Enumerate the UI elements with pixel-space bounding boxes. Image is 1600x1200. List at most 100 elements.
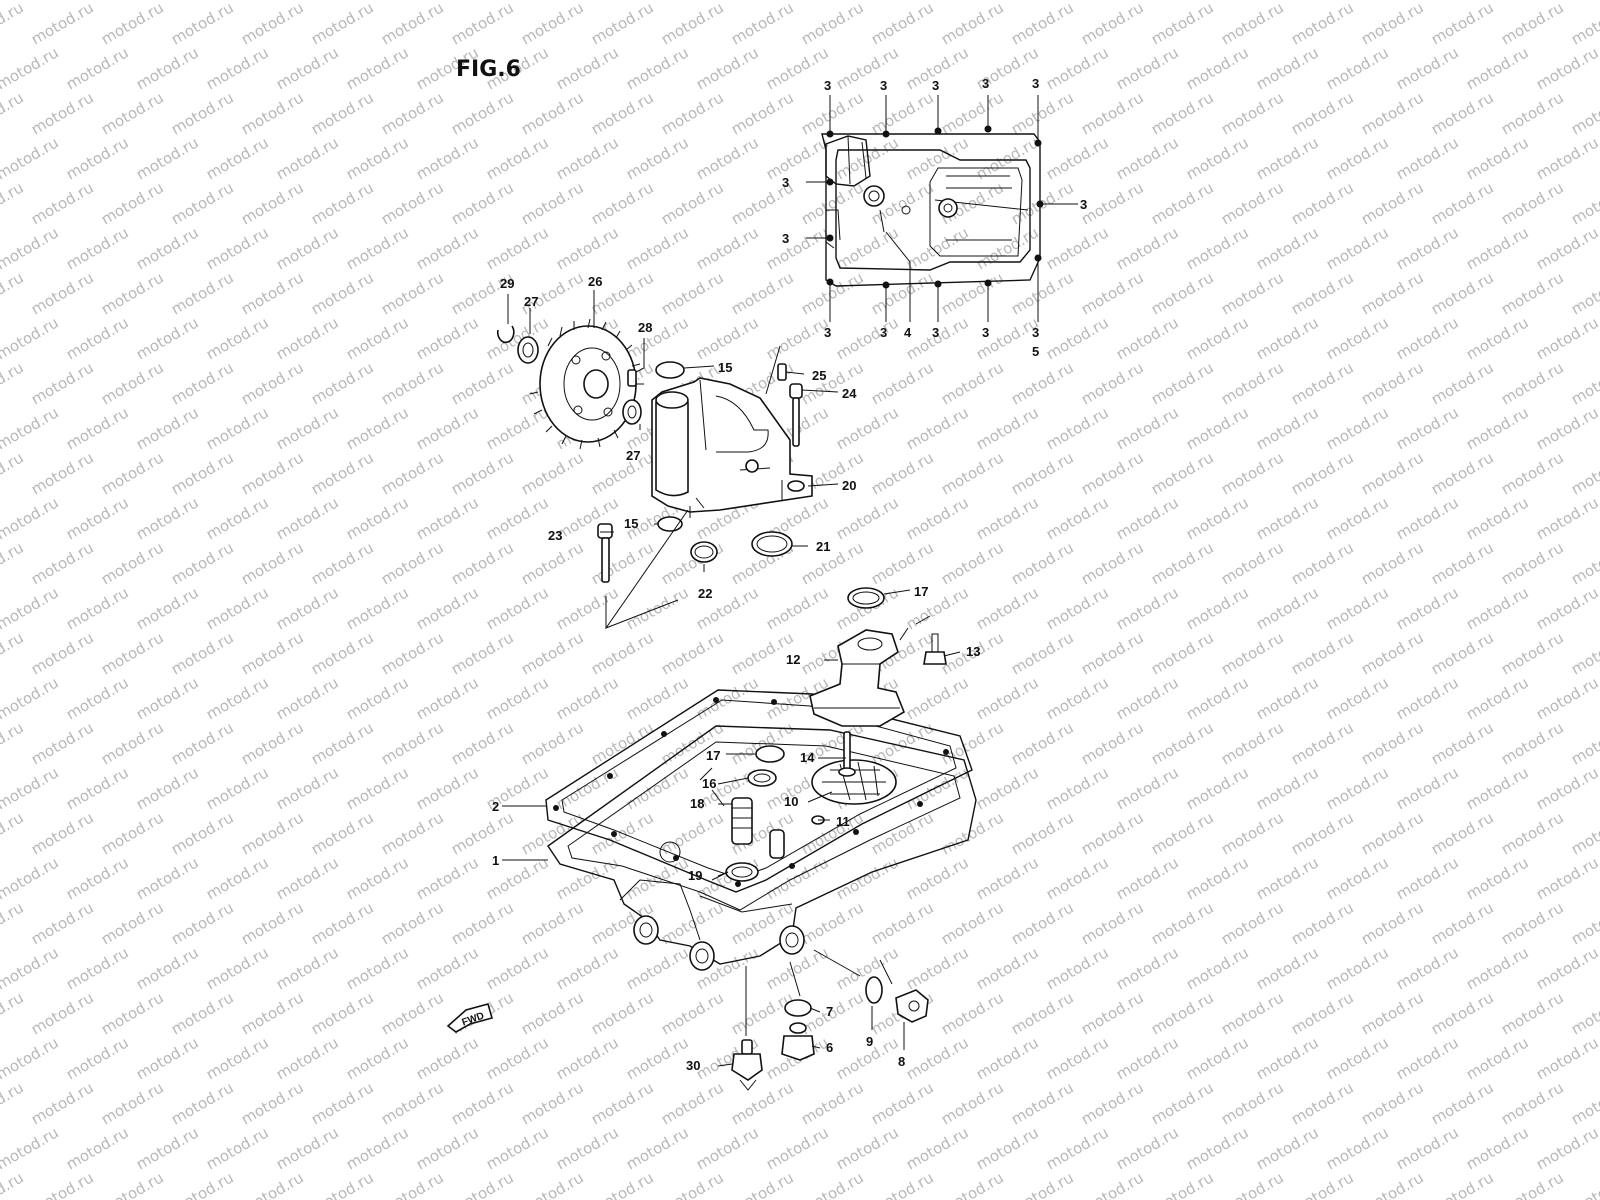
watermark-text: motod.ru bbox=[0, 628, 27, 678]
watermark-text: motod.ru bbox=[133, 313, 202, 363]
watermark-text: motod.ru bbox=[868, 88, 937, 138]
watermark-text: motod.ru bbox=[203, 43, 272, 93]
watermark-text: motod.ru bbox=[588, 178, 657, 228]
watermark-text: motod.ru bbox=[693, 0, 762, 3]
watermark-text: motod.ru bbox=[1183, 673, 1252, 723]
watermark-text: motod.ru bbox=[98, 808, 167, 858]
watermark-text: motod.ru bbox=[868, 358, 937, 408]
callouts: 29 27 26 28 27 15 25 24 20 15 23 21 22 1… bbox=[492, 274, 980, 1073]
watermark-text: motod.ru bbox=[98, 358, 167, 408]
watermark-text: motod.ru bbox=[1253, 583, 1322, 633]
watermark-text: motod.ru bbox=[168, 808, 237, 858]
watermark-text: motod.ru bbox=[308, 808, 377, 858]
watermark-text: motod.ru bbox=[833, 133, 902, 183]
watermark-text: motod.ru bbox=[1533, 763, 1600, 813]
bolt-24 bbox=[789, 383, 803, 447]
callout-16: 16 bbox=[702, 776, 716, 791]
watermark-text: motod.ru bbox=[273, 583, 342, 633]
watermark-text: motod.ru bbox=[1358, 358, 1427, 408]
watermark-text: motod.ru bbox=[518, 1168, 587, 1200]
watermark-text: motod.ru bbox=[1323, 0, 1392, 3]
watermark-text: motod.ru bbox=[1568, 358, 1600, 408]
watermark-text: motod.ru bbox=[378, 718, 447, 768]
watermark-text: motod.ru bbox=[588, 718, 657, 768]
watermark-text: motod.ru bbox=[1043, 223, 1112, 273]
watermark-text: motod.ru bbox=[448, 718, 517, 768]
watermark-text: motod.ru bbox=[693, 133, 762, 183]
watermark-text: motod.ru bbox=[1358, 1078, 1427, 1128]
watermark-text: motod.ru bbox=[903, 493, 972, 543]
watermark-text: motod.ru bbox=[693, 43, 762, 93]
watermark-text: motod.ru bbox=[973, 943, 1042, 993]
watermark-text: motod.ru bbox=[1148, 538, 1217, 588]
watermark-text: motod.ru bbox=[238, 1078, 307, 1128]
watermark-text: motod.ru bbox=[1533, 583, 1600, 633]
watermark-text: motod.ru bbox=[1358, 448, 1427, 498]
watermark-text: motod.ru bbox=[238, 988, 307, 1038]
watermark-text: motod.ru bbox=[63, 1033, 132, 1083]
bolt-23 bbox=[597, 523, 613, 583]
watermark-text: motod.ru bbox=[553, 0, 622, 3]
watermark-text: motod.ru bbox=[238, 1168, 307, 1200]
callout-20: 20 bbox=[842, 478, 856, 493]
watermark-text: motod.ru bbox=[518, 898, 587, 948]
watermark-text: motod.ru bbox=[973, 1123, 1042, 1173]
oil-pan-gasket bbox=[545, 689, 973, 893]
callout-5: 5 bbox=[1032, 344, 1039, 359]
watermark-text: motod.ru bbox=[1498, 0, 1567, 48]
watermark-text: motod.ru bbox=[203, 583, 272, 633]
watermark-text: motod.ru bbox=[1393, 853, 1462, 903]
watermark-text: motod.ru bbox=[1533, 853, 1600, 903]
watermark-text: motod.ru bbox=[833, 313, 902, 363]
watermark-text: motod.ru bbox=[168, 988, 237, 1038]
watermark-text: motod.ru bbox=[203, 493, 272, 543]
watermark-text: motod.ru bbox=[1428, 0, 1497, 48]
watermark-text: motod.ru bbox=[378, 988, 447, 1038]
watermark-text: motod.ru bbox=[1078, 88, 1147, 138]
watermark-text: motod.ru bbox=[63, 403, 132, 453]
watermark-text: motod.ru bbox=[168, 358, 237, 408]
watermark-text: motod.ru bbox=[378, 808, 447, 858]
watermark-text: motod.ru bbox=[1288, 628, 1357, 678]
watermark-text: motod.ru bbox=[1113, 493, 1182, 543]
watermark-text: motod.ru bbox=[483, 403, 552, 453]
watermark-text: motod.ru bbox=[1218, 718, 1287, 768]
watermark-text: motod.ru bbox=[1428, 808, 1497, 858]
watermark-text: motod.ru bbox=[833, 853, 902, 903]
callout-30: 30 bbox=[686, 1058, 700, 1073]
watermark-text: motod.ru bbox=[413, 943, 482, 993]
watermark-text: motod.ru bbox=[0, 403, 62, 453]
watermark-text: motod.ru bbox=[1148, 88, 1217, 138]
watermark-text: motod.ru bbox=[1323, 673, 1392, 723]
watermark-text: motod.ru bbox=[553, 1033, 622, 1083]
watermark-text: motod.ru bbox=[133, 673, 202, 723]
watermark-text: motod.ru bbox=[1253, 493, 1322, 543]
callout-bolt: 3 bbox=[782, 231, 789, 246]
watermark-text: motod.ru bbox=[448, 808, 517, 858]
watermark-text: motod.ru bbox=[1393, 763, 1462, 813]
watermark-text: motod.ru bbox=[0, 313, 62, 363]
callout-29: 29 bbox=[500, 276, 514, 291]
watermark-text: motod.ru bbox=[1393, 0, 1462, 3]
watermark-text: motod.ru bbox=[1498, 538, 1567, 588]
watermark-text: motod.ru bbox=[1463, 313, 1532, 363]
watermark-text: motod.ru bbox=[308, 718, 377, 768]
watermark-text: motod.ru bbox=[203, 403, 272, 453]
watermark-text: motod.ru bbox=[413, 1123, 482, 1173]
watermark-text: motod.ru bbox=[1078, 538, 1147, 588]
callout-bolt: 3 bbox=[1080, 197, 1087, 212]
watermark-text: motod.ru bbox=[1113, 583, 1182, 633]
watermark-text: motod.ru bbox=[903, 853, 972, 903]
watermark-text: motod.ru bbox=[63, 0, 132, 3]
callout-15-lower: 15 bbox=[624, 516, 638, 531]
watermark-text: motod.ru bbox=[413, 673, 482, 723]
watermark-text: motod.ru bbox=[63, 853, 132, 903]
watermark-text: motod.ru bbox=[273, 943, 342, 993]
watermark-text: motod.ru bbox=[1218, 178, 1287, 228]
watermark-text: motod.ru bbox=[903, 943, 972, 993]
watermark-text: motod.ru bbox=[238, 0, 307, 48]
watermark-text: motod.ru bbox=[1113, 1123, 1182, 1173]
watermark-text: motod.ru bbox=[238, 538, 307, 588]
watermark-text: motod.ru bbox=[1358, 538, 1427, 588]
watermark-text: motod.ru bbox=[1183, 763, 1252, 813]
